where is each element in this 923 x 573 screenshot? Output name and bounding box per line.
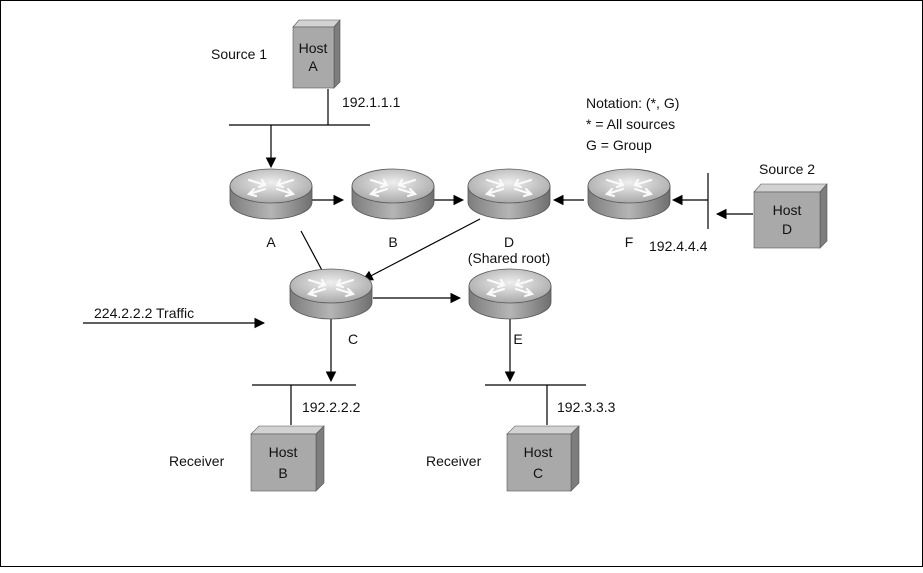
router-d-label: D <box>504 234 514 250</box>
host-c: Host C <box>506 425 580 492</box>
notation-line2: * = All sources <box>586 116 675 132</box>
router-c-icon <box>289 268 373 320</box>
router-e-icon <box>468 268 552 320</box>
traffic-label: 224.2.2.2 Traffic <box>94 305 194 321</box>
notation-line1: Notation: (*, G) <box>586 95 679 111</box>
router-b-label: B <box>388 234 397 250</box>
notation-line3: G = Group <box>586 137 652 153</box>
host-d-label-bottom: D <box>782 221 792 237</box>
router-d-icon <box>467 168 551 220</box>
router-f-label: F <box>625 234 634 250</box>
host-d: Host D <box>753 183 828 249</box>
host-b: Host B <box>250 425 325 492</box>
host-a-label-bottom: A <box>308 58 318 74</box>
host-b-label-top: Host <box>269 444 298 460</box>
host-a: Host A <box>292 19 341 89</box>
address-c: 192.3.3.3 <box>557 399 616 415</box>
router-f-icon <box>587 168 671 220</box>
network-lines <box>83 89 753 425</box>
source2-label: Source 2 <box>759 161 815 177</box>
arrow-d-to-c <box>362 218 481 281</box>
shared-root-label: (Shared root) <box>468 250 550 266</box>
address-b: 192.2.2.2 <box>302 399 361 415</box>
source1-label: Source 1 <box>211 46 267 62</box>
routers <box>229 168 671 320</box>
host-c-label-bottom: C <box>533 465 543 481</box>
router-e-label: E <box>513 331 522 347</box>
link-a-c <box>300 230 325 275</box>
address-a: 192.1.1.1 <box>342 94 401 110</box>
router-a-icon <box>229 168 313 220</box>
address-d: 192.4.4.4 <box>649 238 708 254</box>
host-c-label-top: Host <box>524 444 553 460</box>
receiver-right-label: Receiver <box>426 453 482 469</box>
host-b-label-bottom: B <box>278 465 287 481</box>
receiver-left-label: Receiver <box>169 453 225 469</box>
router-b-icon <box>351 168 435 220</box>
host-a-label-top: Host <box>299 40 328 56</box>
router-c-label: C <box>348 331 358 347</box>
router-a-label: A <box>266 234 276 250</box>
host-d-label-top: Host <box>773 202 802 218</box>
